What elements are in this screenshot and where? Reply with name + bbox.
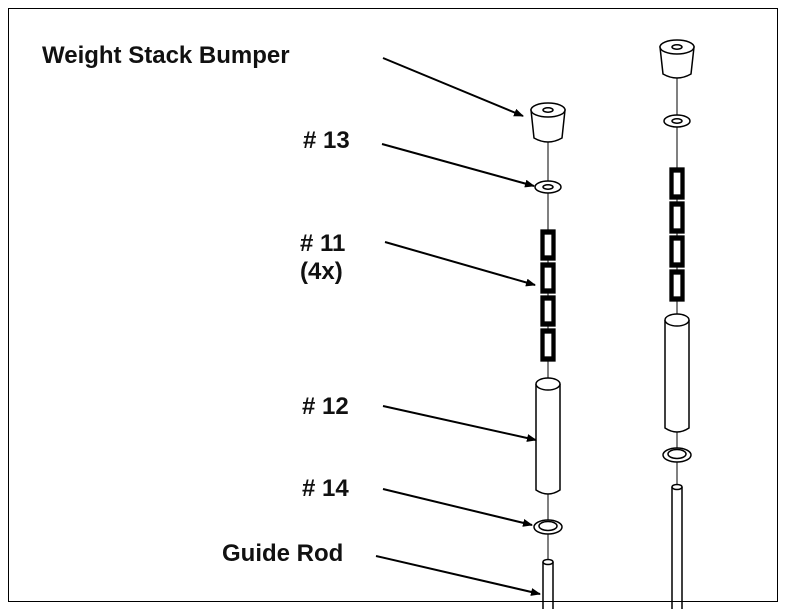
- weight-stack-bumper-label: Weight Stack Bumper: [42, 42, 290, 69]
- bumper-arrow: [382, 57, 524, 117]
- guide-rod-label: Guide Rod: [222, 540, 344, 567]
- left-spacers-11-part: [540, 229, 556, 362]
- part11-arrow: [384, 241, 536, 287]
- part13-arrow: [381, 143, 535, 188]
- leader-arrows: [375, 57, 541, 596]
- part-14-label: # 14: [302, 475, 349, 502]
- part-13-label: # 13: [303, 127, 350, 154]
- left-washer-14-part: [533, 519, 563, 535]
- left-tube-12-part: [535, 377, 561, 495]
- right-washer-13-part: [663, 114, 691, 128]
- right-assembly: [659, 39, 695, 609]
- left-washer-13-part: [534, 180, 562, 194]
- right-tube-12-part: [664, 313, 690, 433]
- right-spacers-11-part: [669, 167, 685, 302]
- part-11-label-group: # 11 (4x): [300, 230, 345, 285]
- part-11-label: # 11: [300, 230, 346, 257]
- guide-rod-arrow: [375, 555, 541, 596]
- left-assembly: [530, 102, 566, 609]
- diagram-frame: [8, 8, 778, 602]
- part12-arrow: [382, 405, 537, 442]
- left-guide-rod-part: [542, 558, 554, 609]
- right-washer-14-part: [662, 447, 692, 463]
- right-guide-rod-part: [671, 483, 683, 609]
- part14-arrow: [382, 488, 533, 527]
- part-12-label: # 12: [302, 393, 349, 420]
- right-bumper-part: [659, 39, 695, 79]
- left-bumper-part: [530, 102, 566, 143]
- part-11-quantity-label: (4x): [300, 257, 343, 285]
